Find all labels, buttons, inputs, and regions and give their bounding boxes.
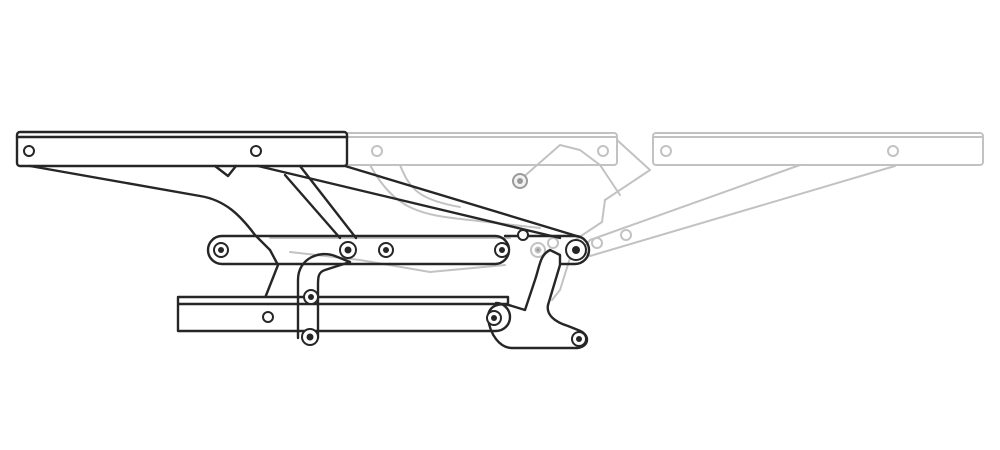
left-hook-link (296, 252, 352, 340)
ghost-pivot-893-151 (887, 145, 899, 157)
ghost-top-plate-right (652, 132, 984, 166)
folded-position (15, 130, 591, 350)
ghost-pin-538-250 (534, 246, 542, 254)
pivot-256-151 (250, 145, 262, 157)
pivot-29-151 (23, 145, 35, 157)
ghost-pin-core-520-181 (517, 178, 523, 184)
pin-502-250 (499, 247, 505, 253)
extended-position-ghost (269, 132, 984, 301)
pin-310-337 (306, 333, 314, 341)
ghost-long-link (581, 164, 896, 257)
ghost-pivot-666-151 (660, 145, 672, 157)
bottom-plate (176, 295, 512, 333)
pin-348-250 (344, 246, 352, 254)
ghost-pivot-553-243 (547, 237, 559, 249)
diagonal-link-mid (283, 164, 358, 240)
right-pivot-link (503, 234, 591, 266)
pivot-268-317 (262, 311, 274, 323)
tapered-arm (28, 164, 280, 300)
ghost-vertical-link (551, 257, 571, 301)
pin-221-250 (218, 247, 224, 253)
top-plate-left (15, 130, 349, 168)
ghost-pivot-377-151 (371, 145, 383, 157)
pin-386-250 (383, 247, 389, 253)
ghost-pin-group (512, 173, 528, 189)
pin-576-250 (572, 246, 580, 254)
ghost-pivot-597-243 (591, 237, 603, 249)
ghost-bracket-arm (519, 144, 621, 196)
right-s-link (486, 248, 589, 350)
ghost-bent-bracket (574, 139, 651, 241)
ghost-lower-link (269, 237, 511, 273)
pin-311-297 (308, 294, 314, 300)
ghost-pivot-603-151 (597, 145, 609, 157)
pivot-523-235 (517, 229, 529, 241)
ghost-inner-curve-2 (399, 164, 461, 208)
pin-494-318 (491, 315, 497, 321)
ghost-inner-curve (369, 164, 541, 229)
pin-579-339 (576, 336, 582, 342)
tapered-arm-notch (213, 164, 238, 178)
ghost-pivot-626-235 (620, 229, 632, 241)
middle-link (206, 234, 511, 266)
diagonal-link-lower (343, 164, 582, 239)
